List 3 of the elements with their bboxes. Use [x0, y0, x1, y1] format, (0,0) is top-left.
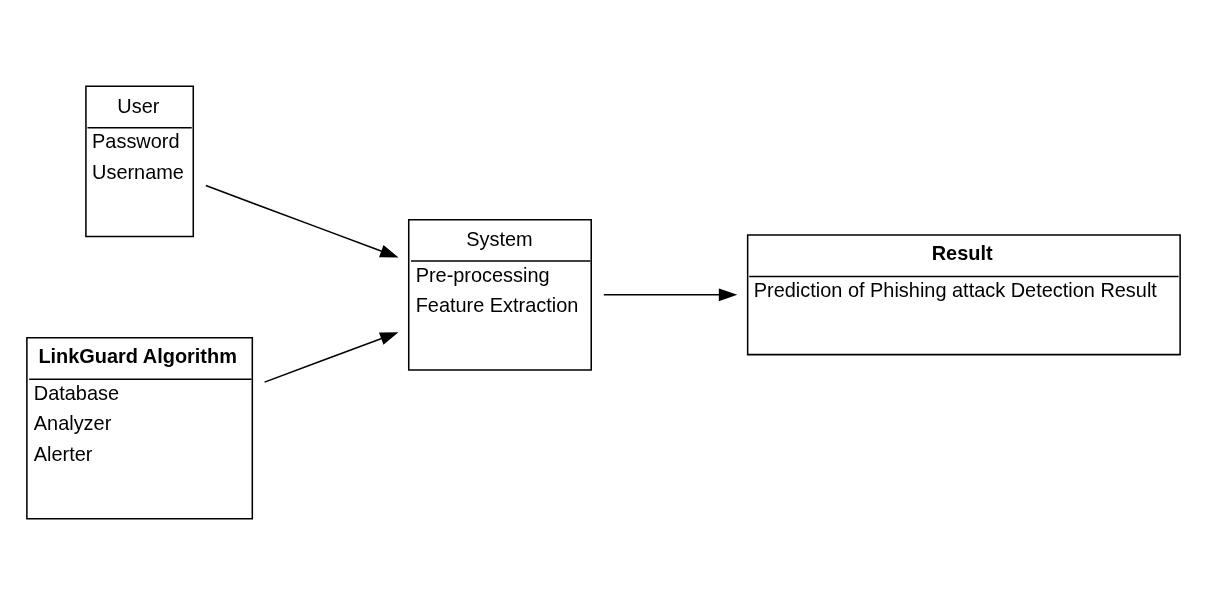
- arrow: [603, 288, 738, 302]
- arrow: [205, 184, 399, 258]
- arrow: [263, 332, 399, 383]
